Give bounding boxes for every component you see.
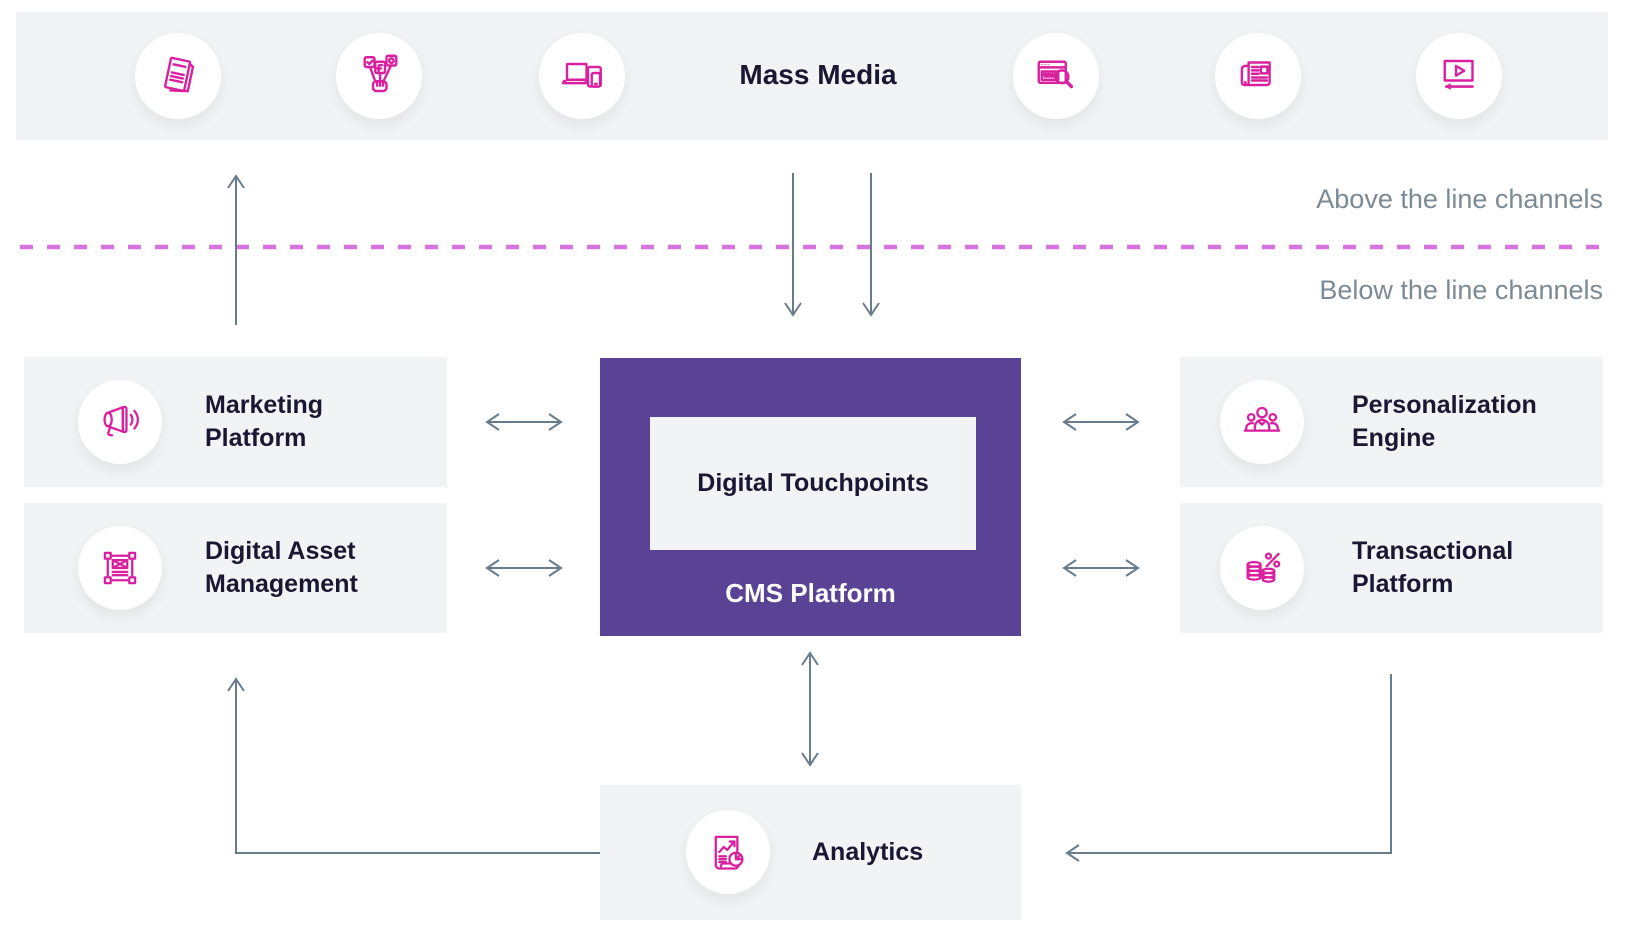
digital-asset-management-label: Digital Asset Management [205,537,358,598]
mass-media-icon-circle [1013,33,1099,119]
marketing-platform-label: Marketing Platform [205,391,324,452]
digital-touchpoints-box: Digital Touchpoints [650,417,976,550]
analytics-label: Analytics [812,838,924,866]
brochure-icon [163,56,195,93]
marketing-icon-circle [78,380,162,464]
transactional-platform-label: Transactional Platform [1352,537,1514,598]
video-player-icon [1443,59,1474,90]
personalization-icon-circle [1220,380,1304,464]
mass-media-title: Mass Media [739,59,897,90]
megaphone-icon [103,405,139,437]
mass-media-icon-circle [1416,33,1502,119]
newspaper-icon [1240,61,1271,87]
mass-media-icon-circle [336,33,422,119]
personalization-engine-label: Personalization Engine [1352,391,1537,452]
analytics-report-icon [714,835,744,870]
below-the-line-label: Below the line channels [1319,275,1603,305]
mass-media-icon-circle [539,33,625,119]
arrow-analytics-to-dam [227,677,600,854]
people-group-icon [1243,406,1281,432]
transactional-icon-circle [1220,526,1304,610]
coins-percent-icon [1246,552,1281,583]
mass-media-band [16,12,1608,140]
cms-platform-label: CMS Platform [725,578,896,608]
mass-media-icon-circle [135,33,221,119]
www-search-icon [1037,60,1074,89]
dam-icon-circle [78,526,162,610]
devices-icon [562,62,602,88]
above-the-line-label: Above the line channels [1316,184,1603,214]
artboard-icon [103,551,137,585]
arrow-transactional-to-analytics [1065,674,1392,862]
analytics-icon-circle [686,810,770,894]
analytics-box [600,785,1021,920]
social-media-icon [363,54,398,93]
mass-media-icon-circle [1215,33,1301,119]
